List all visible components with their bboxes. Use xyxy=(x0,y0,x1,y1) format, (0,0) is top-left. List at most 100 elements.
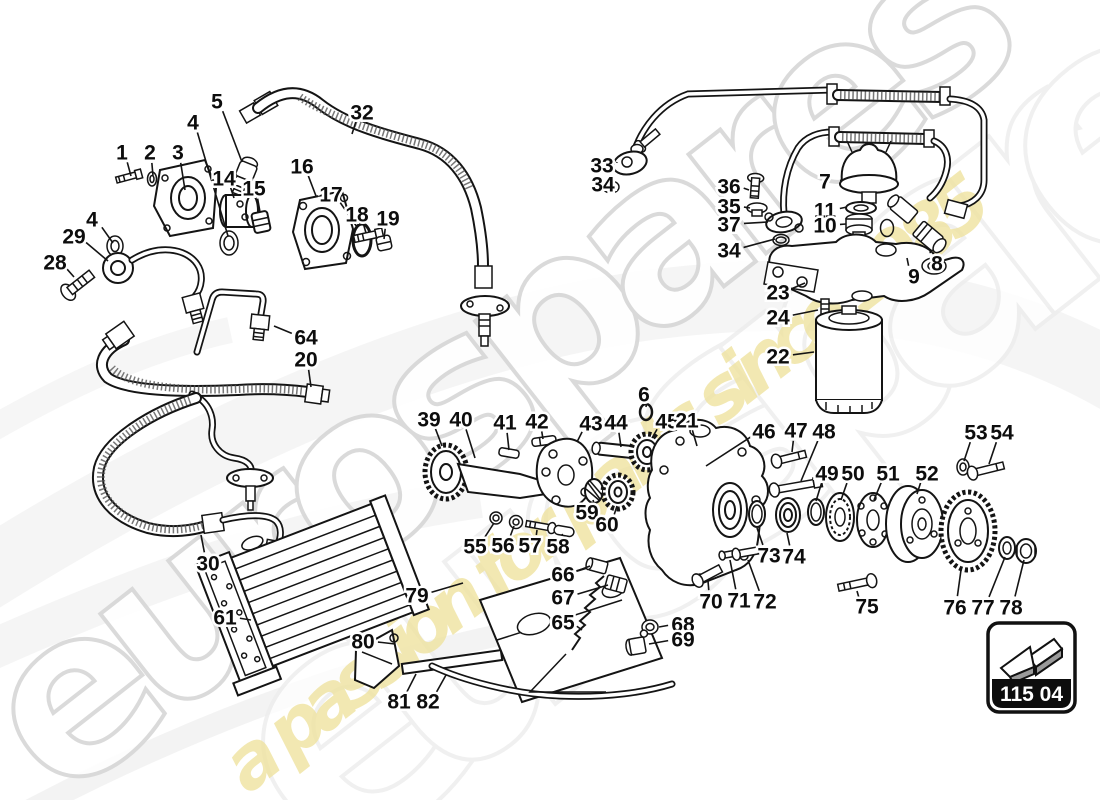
part-number-label: 77 xyxy=(971,597,994,620)
part-number-label: 11 xyxy=(814,200,837,223)
part-number-label: 57 xyxy=(518,535,541,558)
part-number-label: 20 xyxy=(294,349,317,372)
part-washer-77 xyxy=(998,536,1016,560)
leader-line xyxy=(658,624,669,628)
part-bolt-70 xyxy=(691,563,724,588)
part-number-label: 40 xyxy=(449,409,472,432)
part-flange-37 xyxy=(764,210,804,234)
part-fitting-30 xyxy=(200,511,226,535)
leader-line xyxy=(988,441,998,465)
part-number-label: 69 xyxy=(671,629,694,652)
part-number-label: 6 xyxy=(638,384,650,407)
pump-cover-plate-43 xyxy=(535,437,594,508)
leader-line xyxy=(576,431,583,443)
part-bolt-72 xyxy=(731,546,760,561)
pipe-banjo-to-fitting xyxy=(128,246,205,325)
leader-line xyxy=(540,431,544,440)
part-oring-17 xyxy=(351,222,373,258)
page-code-bar xyxy=(992,679,1071,708)
part-coupling-14 xyxy=(219,194,259,228)
leader-line xyxy=(648,639,669,645)
part-number-label: 49 xyxy=(815,463,838,486)
leader-line xyxy=(229,187,235,199)
part-number-label: 15 xyxy=(242,178,266,201)
part-number-label: 42 xyxy=(525,411,548,434)
leader-line xyxy=(307,369,312,388)
leader-line xyxy=(705,436,752,467)
part-number-label: 51 xyxy=(876,463,900,486)
part-number-label: 32 xyxy=(350,102,373,125)
part-number-label: 72 xyxy=(753,591,776,614)
photocopy-artifacts xyxy=(0,260,1100,800)
drain-pipe-flange xyxy=(188,390,274,511)
leader-line xyxy=(151,162,154,177)
part-number-label: 68 xyxy=(671,614,695,637)
part-number-label: 82 xyxy=(416,691,439,714)
part-ring-49 xyxy=(807,498,825,526)
part-number-label: 46 xyxy=(752,421,775,444)
part-number-label: 34 xyxy=(591,174,615,197)
part-number-label: 70 xyxy=(699,591,722,614)
leader-line xyxy=(221,110,243,163)
leader-line xyxy=(506,432,510,451)
leader-line xyxy=(906,257,910,266)
part-number-label: 24 xyxy=(766,307,790,330)
part-number-label: 58 xyxy=(546,536,570,559)
leader-line xyxy=(792,351,815,356)
pipe-B-top xyxy=(780,126,951,218)
page-code-box[interactable]: 115 04 xyxy=(986,621,1077,714)
leader-line xyxy=(747,559,761,592)
leader-line xyxy=(339,202,358,228)
part-number-label: 45 xyxy=(655,411,679,434)
leader-line xyxy=(431,582,464,593)
leader-line xyxy=(743,221,769,225)
leader-line xyxy=(256,198,261,213)
leader-line xyxy=(85,241,109,262)
part-number-label: 8 xyxy=(931,253,943,276)
leader-line xyxy=(483,522,495,538)
leader-line xyxy=(707,580,710,591)
part-fitting-64 xyxy=(249,313,271,342)
part-number-label: 67 xyxy=(551,587,574,610)
leader-line xyxy=(592,499,595,503)
part-number-label: 2 xyxy=(144,142,156,165)
part-bracket-80 xyxy=(353,628,401,690)
leader-line xyxy=(351,121,357,135)
leader-line xyxy=(613,505,618,515)
part-oring-34a xyxy=(602,180,620,194)
oil-cooler-61 xyxy=(194,494,431,697)
part-number-label: 52 xyxy=(915,463,938,486)
leader-line xyxy=(800,440,819,482)
leader-line xyxy=(956,569,962,597)
leader-line xyxy=(561,533,564,536)
leader-line xyxy=(509,525,515,536)
part-number-label: 80 xyxy=(351,631,374,654)
leader-line xyxy=(815,483,823,502)
part-number-label: 3 xyxy=(172,142,184,165)
part-washer-11 xyxy=(845,201,877,215)
part-number-label: 47 xyxy=(784,420,807,443)
part-clip-6 xyxy=(638,402,654,422)
part-number-label: 41 xyxy=(493,412,517,435)
leader-line xyxy=(792,309,819,316)
part-washer-35 xyxy=(746,202,768,217)
leader-line xyxy=(691,430,698,447)
part-bearing-74 xyxy=(775,497,801,533)
part-number-label: 37 xyxy=(717,214,740,237)
part-rod-82 xyxy=(428,662,676,700)
leader-line xyxy=(618,432,622,448)
part-number-label: 4 xyxy=(86,209,98,232)
leader-line xyxy=(743,187,750,191)
part-number-label: 30 xyxy=(196,553,219,576)
part-number-label: 10 xyxy=(813,215,836,238)
part-number-label: 59 xyxy=(575,502,598,525)
part-number-label: 79 xyxy=(405,585,428,608)
leader-line xyxy=(756,527,764,546)
part-plug-69 xyxy=(625,629,649,656)
leader-line xyxy=(916,482,922,495)
pipe-64 xyxy=(193,288,271,356)
part-number-label: 16 xyxy=(290,156,313,179)
part-bolt-54 xyxy=(966,461,1006,481)
pump-drive-gear-39 xyxy=(422,442,470,502)
